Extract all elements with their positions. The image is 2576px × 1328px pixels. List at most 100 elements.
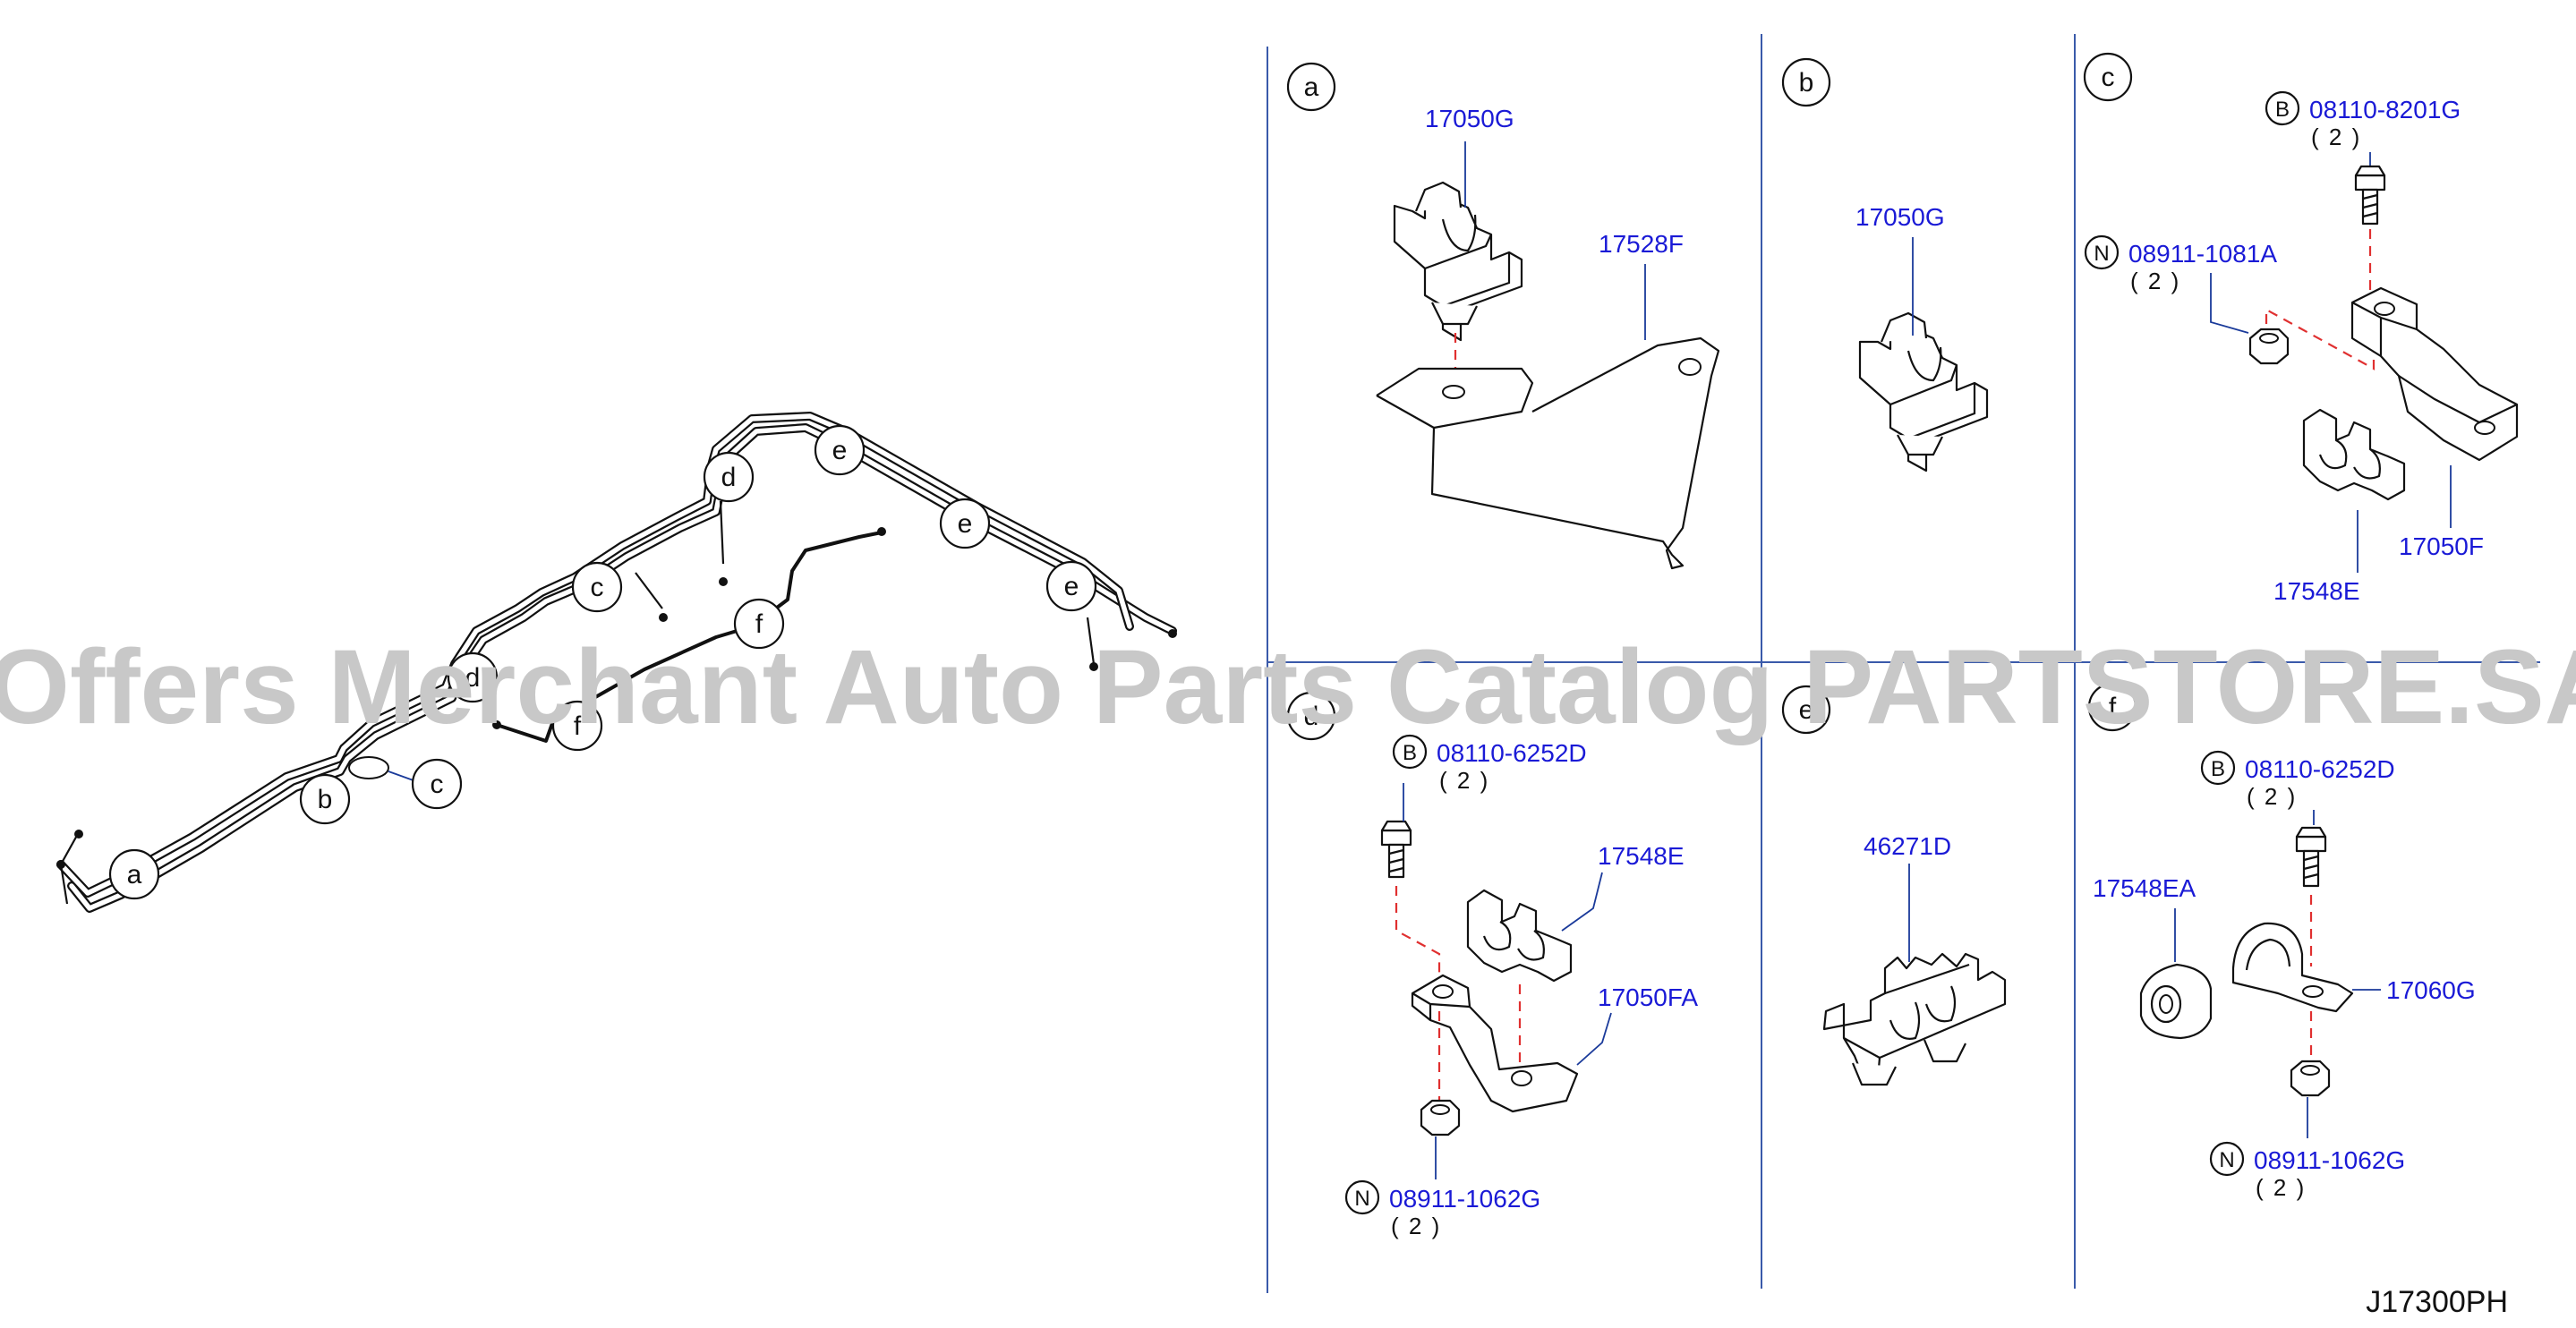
panel-f-label[interactable]: f xyxy=(2087,682,2137,732)
nut-mark-n: N xyxy=(1344,1179,1380,1215)
clip-17548e-part xyxy=(2302,408,2406,501)
part-number-17050f[interactable]: 17050F xyxy=(2399,532,2484,560)
bolt-part xyxy=(1380,820,1412,879)
svg-text:e: e xyxy=(832,436,848,465)
overview-callout-f-lower[interactable]: f xyxy=(551,700,603,752)
overview-callout-d[interactable]: d xyxy=(447,651,499,703)
part-number-bolt[interactable]: 08110-6252D xyxy=(1437,739,1587,767)
svg-text:b: b xyxy=(318,785,333,814)
part-number-nut[interactable]: 08911-1062G xyxy=(2254,1146,2405,1174)
svg-text:d: d xyxy=(1304,702,1319,731)
overview-callout-c-lower[interactable]: c xyxy=(411,758,463,810)
part-number-17548e[interactable]: 17548E xyxy=(1598,842,1685,870)
overview-callout-e-1[interactable]: e xyxy=(814,424,866,476)
svg-text:c: c xyxy=(2102,63,2115,92)
overview-callout-d-upper[interactable]: d xyxy=(703,451,755,503)
bracket-17050f-part xyxy=(2350,286,2519,462)
part-number-nut[interactable]: 08911-1081A xyxy=(2128,240,2277,268)
overview-callout-e-3[interactable]: e xyxy=(1045,560,1097,612)
assembly-line-nut xyxy=(2265,308,2376,370)
nut-quantity: ( 2 ) xyxy=(1391,1213,1441,1239)
overview-callout-e-2[interactable]: e xyxy=(939,498,991,549)
part-number-46271d[interactable]: 46271D xyxy=(1864,832,1951,860)
svg-text:a: a xyxy=(1304,72,1319,102)
part-number-17050g[interactable]: 17050G xyxy=(1855,203,1945,231)
leader-17050fa xyxy=(1576,1012,1612,1066)
nut-quantity: ( 2 ) xyxy=(2256,1174,2306,1201)
bolt-part xyxy=(2354,165,2386,226)
svg-text:N: N xyxy=(1354,1187,1369,1211)
bolt-quantity: ( 2 ) xyxy=(2247,783,2297,810)
clip-46271d-part xyxy=(1822,952,2007,1086)
nut-mark-n: N xyxy=(2084,234,2120,270)
bracket-17528f-part xyxy=(1376,336,1720,570)
nut-part xyxy=(1420,1099,1461,1136)
panel-e-label[interactable]: e xyxy=(1781,685,1831,735)
overview-callout-b[interactable]: b xyxy=(299,773,351,825)
bolt-mark-b: B xyxy=(2265,90,2300,126)
svg-text:b: b xyxy=(1799,68,1814,98)
svg-text:d: d xyxy=(465,663,481,693)
panel-c-label[interactable]: c xyxy=(2083,52,2133,102)
part-number-bolt[interactable]: 08110-8201G xyxy=(2309,96,2461,123)
nut-mark-n: N xyxy=(2209,1141,2245,1177)
watermark: Offers Merchant Auto Parts Catalog PARTS… xyxy=(0,628,2576,746)
overview-callout-c-upper[interactable]: c xyxy=(571,561,623,613)
panel-d-label[interactable]: d xyxy=(1286,691,1336,741)
bolt-quantity: ( 2 ) xyxy=(1439,767,1489,794)
leader-17548e xyxy=(1561,872,1603,932)
pipe-end-caps xyxy=(56,527,1177,869)
leader-nut xyxy=(2210,273,2249,334)
panel-f: f B 08110-6252D ( 2 ) 17548EA xyxy=(2087,682,2476,1201)
overview-callout-a[interactable]: a xyxy=(108,848,160,900)
svg-text:B: B xyxy=(1403,741,1417,765)
panel-b: b 17050G xyxy=(1781,57,1989,472)
part-number-nut[interactable]: 08911-1062G xyxy=(1389,1185,1540,1213)
nut-part xyxy=(2290,1060,2331,1097)
pipe-routing-overview: a b c c d d e e xyxy=(56,412,1177,913)
part-number-bolt[interactable]: 08110-6252D xyxy=(2245,755,2395,783)
svg-text:B: B xyxy=(2275,98,2290,122)
panel-e: e 46271D xyxy=(1781,685,2007,1086)
diagram-code: J17300PH xyxy=(2366,1285,2508,1319)
panel-c: c B 08110-8201G ( 2 ) N 08911-1081A ( 2 … xyxy=(2083,52,2519,605)
overview-callout-f-upper[interactable]: f xyxy=(733,598,785,650)
clip-17548e-part xyxy=(1466,889,1573,983)
bracket-17050fa-part xyxy=(1411,974,1579,1113)
svg-text:d: d xyxy=(721,463,737,492)
svg-text:c: c xyxy=(591,573,604,602)
panel-d: d B 08110-6252D ( 2 ) 17548E xyxy=(1286,691,1698,1239)
part-number-17548ea[interactable]: 17548EA xyxy=(2093,874,2196,902)
grommet-17548ea-part xyxy=(2139,963,2213,1040)
panel-a-label[interactable]: a xyxy=(1286,62,1336,112)
svg-text:a: a xyxy=(127,860,142,890)
panel-a: a 17050G 17528F xyxy=(1286,62,1720,570)
bolt-mark-b: B xyxy=(2200,750,2236,786)
svg-text:N: N xyxy=(2094,242,2109,266)
clip-location-marker xyxy=(348,756,389,779)
svg-text:c: c xyxy=(431,770,444,799)
svg-text:N: N xyxy=(2219,1148,2234,1172)
bolt-part xyxy=(2295,826,2327,888)
svg-text:f: f xyxy=(755,609,763,639)
clip-17050g-part xyxy=(1393,181,1523,342)
clip-17050g-part xyxy=(1858,311,1989,472)
svg-text:e: e xyxy=(958,509,973,539)
part-number-17528f[interactable]: 17528F xyxy=(1599,230,1684,258)
assembly-line xyxy=(1395,886,1441,975)
part-number-17548e[interactable]: 17548E xyxy=(2273,577,2360,605)
part-number-17050fa[interactable]: 17050FA xyxy=(1598,983,1698,1011)
svg-text:B: B xyxy=(2211,757,2225,781)
svg-text:f: f xyxy=(574,711,582,741)
bolt-mark-b: B xyxy=(1392,734,1428,770)
svg-text:e: e xyxy=(1799,695,1814,725)
nut-quantity: ( 2 ) xyxy=(2130,268,2180,294)
panel-b-label[interactable]: b xyxy=(1781,57,1831,107)
part-number-17060g[interactable]: 17060G xyxy=(2386,976,2476,1004)
svg-text:e: e xyxy=(1064,572,1079,601)
clamp-17060g-part xyxy=(2231,922,2354,1013)
part-number-17050g[interactable]: 17050G xyxy=(1425,105,1514,132)
panel-grid xyxy=(1267,34,2540,1293)
svg-text:f: f xyxy=(2109,693,2117,722)
